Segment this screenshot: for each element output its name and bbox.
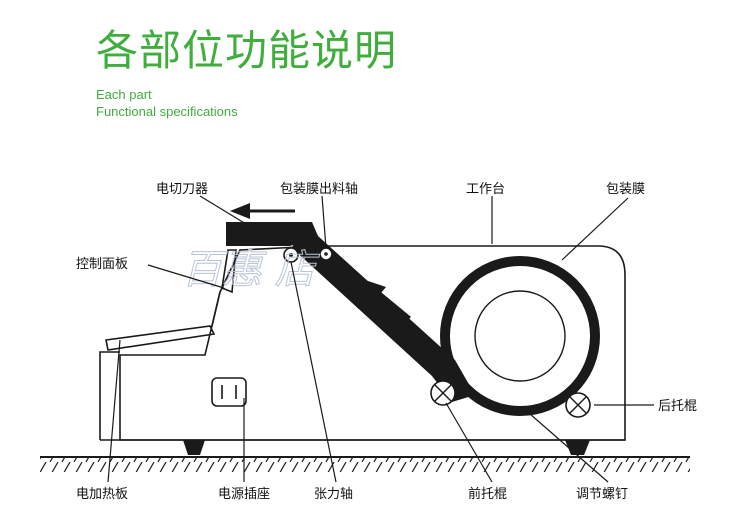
ground: [40, 456, 690, 472]
page-title: 各部位功能说明: [96, 26, 398, 75]
label-heating-plate: 电加热板: [76, 487, 128, 502]
film-roll: [440, 256, 600, 416]
watermark: 百惠 店: [182, 247, 320, 293]
direction-arrow-top: [230, 203, 295, 219]
cutter-blade: [226, 222, 318, 246]
leader-lines: [107, 195, 654, 483]
label-tension-shaft: 张力轴: [314, 487, 353, 502]
rear-roller: [565, 392, 591, 418]
subtitle-line-2: Functional specifications: [96, 104, 238, 119]
label-cutter: 电切刀器: [156, 182, 208, 197]
front-roller: [430, 380, 456, 406]
film-shaft-roller: [319, 247, 333, 261]
subtitle-line-1: Each part: [96, 87, 152, 102]
label-rear-roller: 后托棍: [658, 399, 697, 414]
label-worktable: 工作台: [466, 182, 505, 197]
label-film-shaft: 包装膜出料轴: [280, 182, 358, 197]
label-front-roller: 前托棍: [468, 486, 507, 502]
direction-arrow-diagonal: [365, 280, 411, 320]
label-control-panel: 控制面板: [76, 257, 128, 272]
machine-feet: [183, 440, 590, 455]
film-path: [292, 222, 475, 402]
power-socket-icon: [211, 377, 247, 407]
label-adjust-screw: 调节螺钉: [576, 487, 628, 502]
label-power-socket: 电源插座: [218, 487, 270, 502]
label-film: 包装膜: [606, 182, 645, 197]
